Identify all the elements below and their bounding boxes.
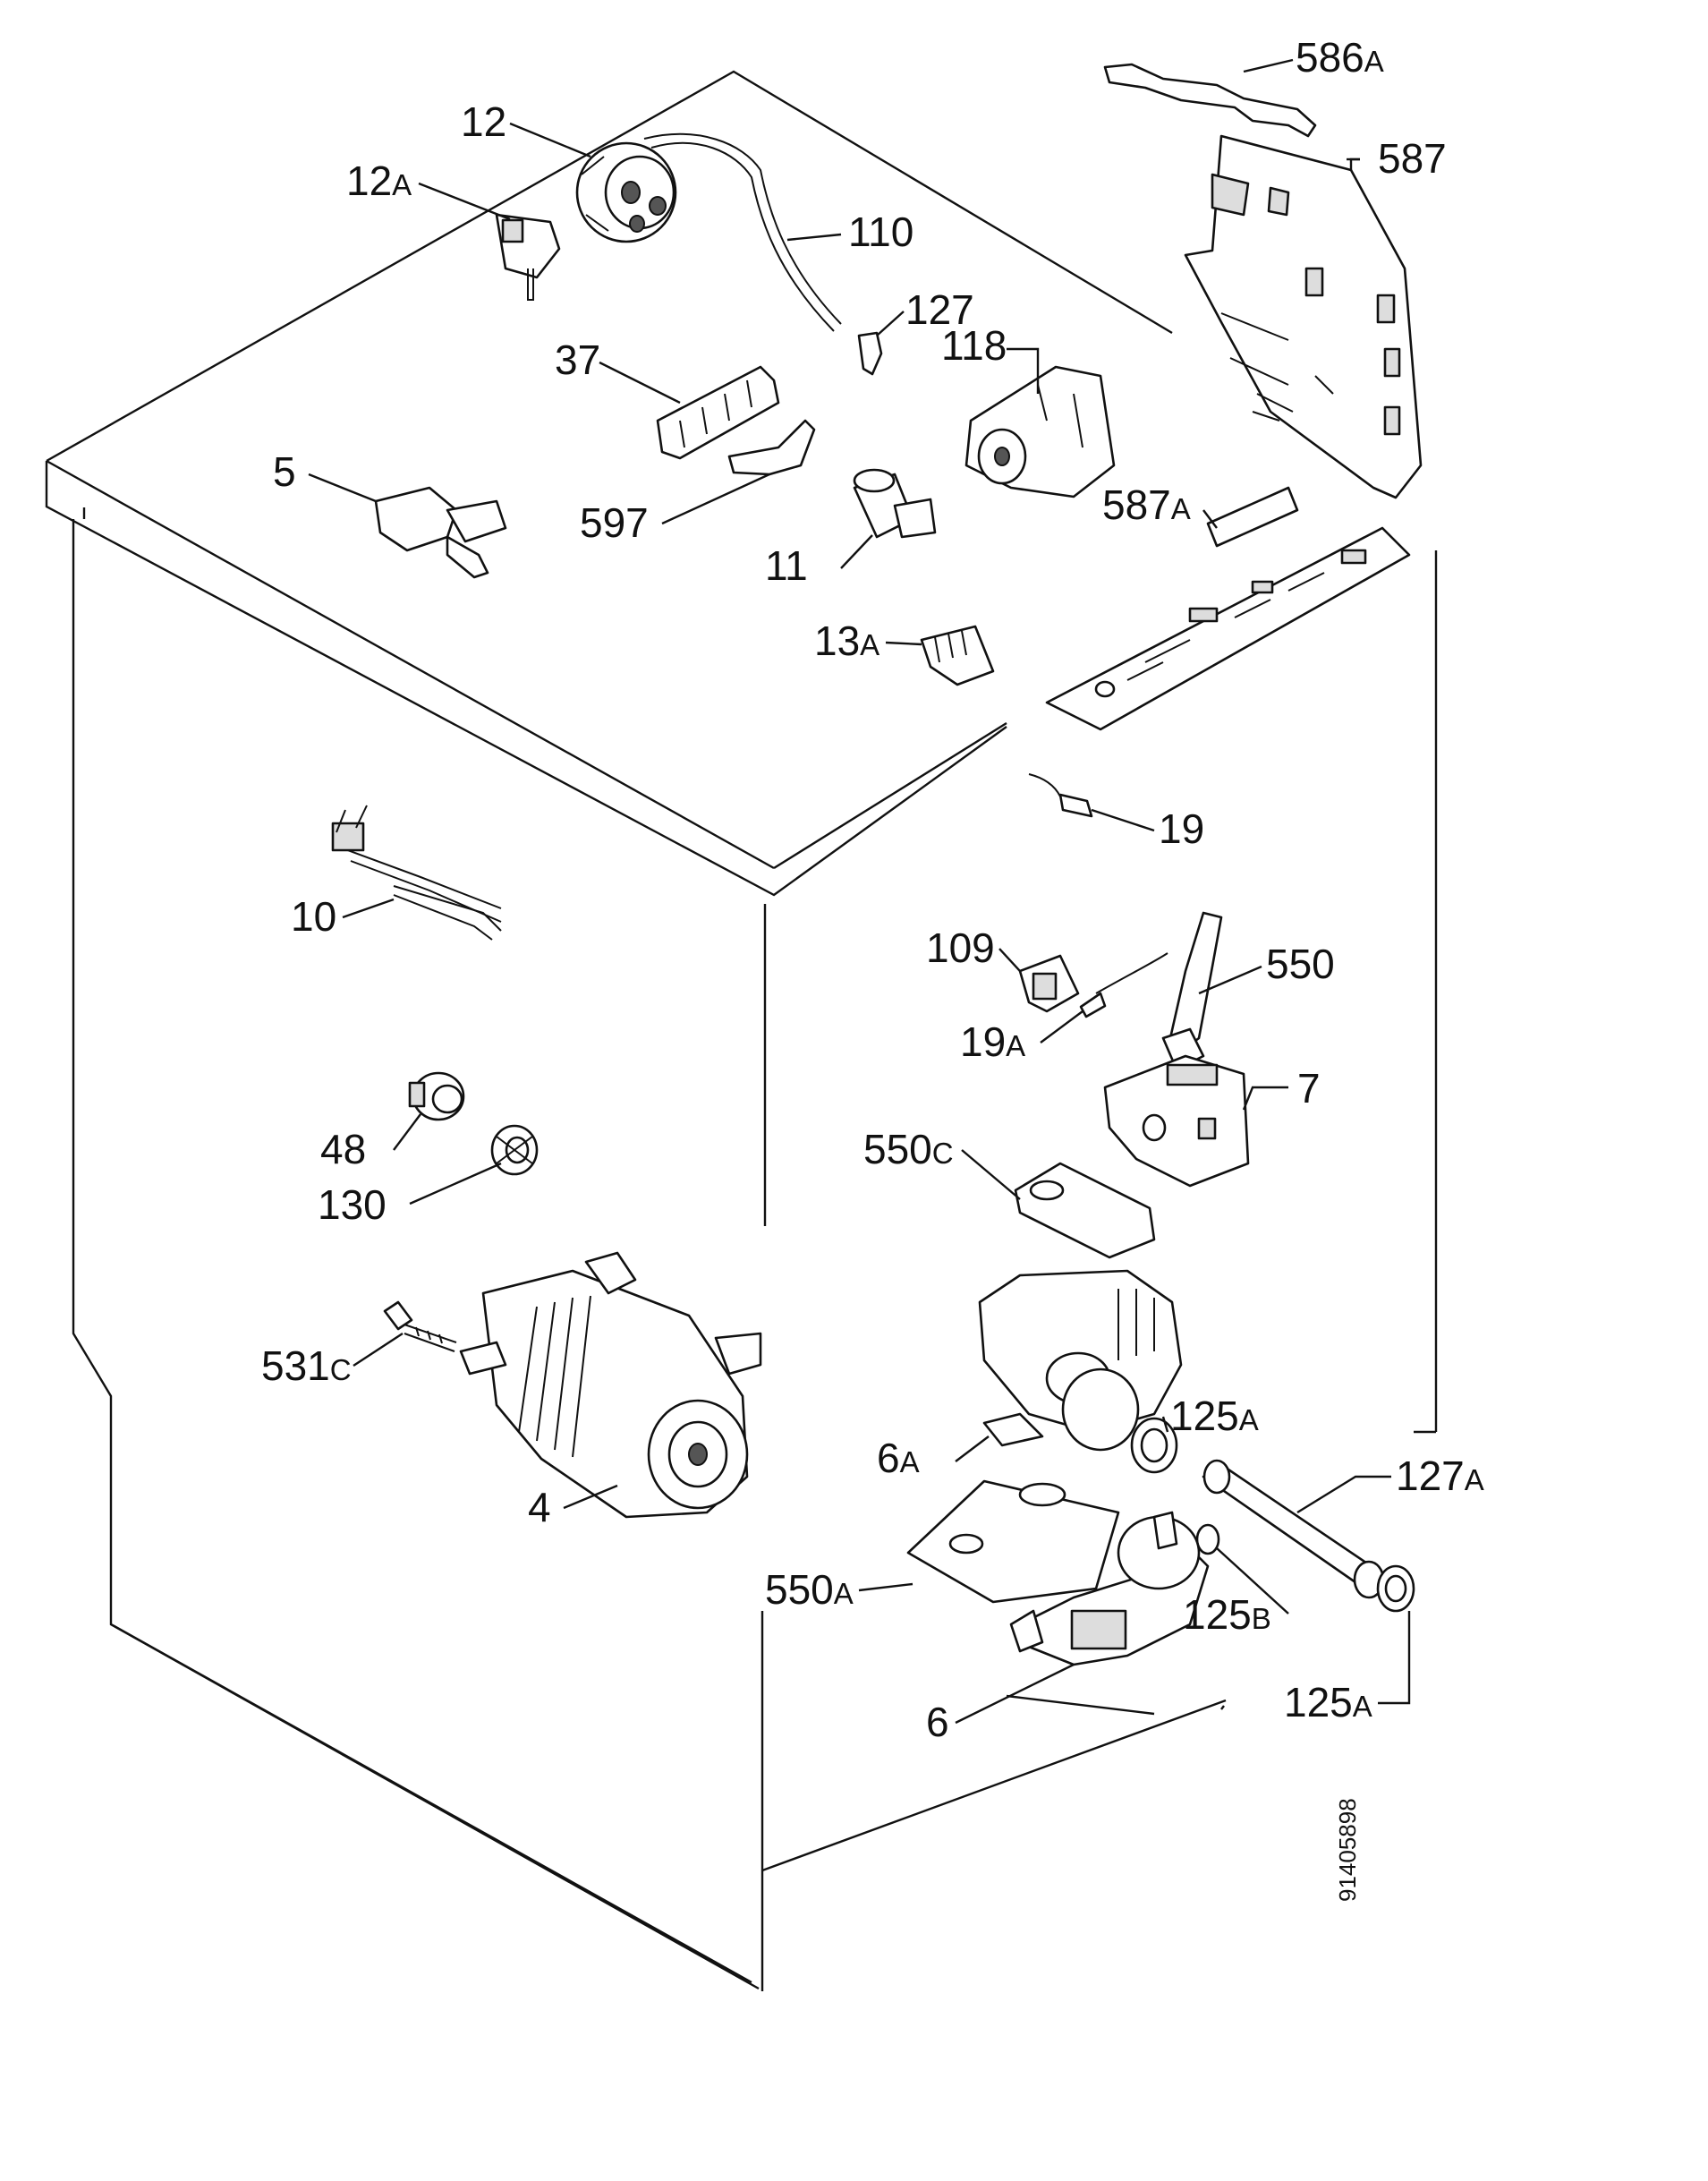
callout-586a: 586A: [1296, 34, 1384, 81]
callout-12a: 12A: [346, 158, 412, 204]
part-13a-connector-art: [920, 625, 995, 686]
callout-110: 110: [848, 209, 913, 255]
callout-labels: 586A 587 12 12A 110 127 118 37 5 597 587…: [261, 34, 1484, 1745]
callout-6: 6: [926, 1699, 949, 1745]
part-7-pump-art: [1103, 1054, 1250, 1188]
callout-6a: 6A: [877, 1435, 920, 1481]
part-48-switch-art: [408, 1071, 465, 1121]
callout-597: 597: [580, 499, 649, 546]
callout-109: 109: [926, 924, 995, 971]
callout-37: 37: [555, 337, 600, 383]
callout-125a-1: 125A: [1170, 1393, 1259, 1439]
callout-13a: 13A: [814, 618, 879, 664]
part-109-cap-art: [1018, 954, 1080, 1013]
part-118-door-lock-art: [964, 365, 1116, 498]
part-125b-seal-art: [1195, 1523, 1220, 1555]
callout-10: 10: [291, 893, 336, 940]
callout-587: 587: [1378, 135, 1447, 182]
part-550-wire-art: [1161, 911, 1223, 1071]
part-586a-bracket-art: [1103, 63, 1317, 138]
callout-130: 130: [318, 1181, 387, 1228]
part-127a-hose-art: [1202, 1459, 1385, 1599]
callout-12: 12: [461, 98, 506, 145]
callout-125a-2: 125A: [1284, 1679, 1372, 1725]
part-6a-pump-art: [978, 1269, 1183, 1452]
part-19-sensor-art: [1028, 773, 1093, 818]
callout-5: 5: [273, 448, 296, 495]
part-597-clip-art: [727, 419, 816, 476]
callout-550c: 550C: [863, 1126, 954, 1172]
part-127-connector-art: [857, 331, 883, 376]
part-5-solenoid-valve-art: [374, 486, 507, 579]
part-125a-seal-art-1: [1130, 1417, 1178, 1474]
part-12-pressure-switch-art: [575, 141, 677, 243]
part-587-control-panel-art: [1184, 134, 1423, 499]
part-550c-cover-art: [1014, 1162, 1156, 1259]
callout-118: 118: [941, 322, 1007, 369]
part-6-drain-pump-art: [1009, 1511, 1210, 1666]
callout-19a: 19A: [960, 1018, 1025, 1065]
part-531c-screw-art: [383, 1300, 457, 1352]
part-550a-cover-art: [906, 1479, 1120, 1604]
callout-550: 550: [1266, 941, 1335, 987]
callout-127: 127: [905, 286, 974, 333]
part-130-knob-art: [490, 1124, 539, 1176]
part-10-heater-art: [331, 805, 502, 941]
reference-code: 91405898: [1334, 1798, 1361, 1902]
part-11-capacitor-art: [853, 468, 937, 539]
callout-11: 11: [765, 542, 808, 589]
part-4-motor-art: [459, 1251, 762, 1519]
callout-531c: 531C: [261, 1342, 352, 1389]
callout-127a: 127A: [1396, 1453, 1484, 1499]
part-19a-sensor-art: [1079, 952, 1168, 1018]
leader-lines: [308, 58, 1438, 1725]
part-12a-pressure-valve-art: [495, 213, 561, 301]
part-125a-seal-art-2: [1376, 1564, 1415, 1613]
callout-587a: 587A: [1102, 481, 1191, 528]
cabinet-outline: [45, 70, 1227, 1991]
callout-125b: 125B: [1183, 1591, 1271, 1638]
callout-19: 19: [1159, 805, 1204, 852]
part-110-hose-art: [643, 132, 842, 332]
callout-550a: 550A: [765, 1566, 854, 1613]
part-587a-pcb-art: [1045, 486, 1411, 731]
callout-48: 48: [320, 1126, 366, 1172]
callout-7: 7: [1297, 1065, 1321, 1112]
part-37-terminal-block-art: [656, 365, 780, 460]
callout-4: 4: [528, 1484, 551, 1530]
